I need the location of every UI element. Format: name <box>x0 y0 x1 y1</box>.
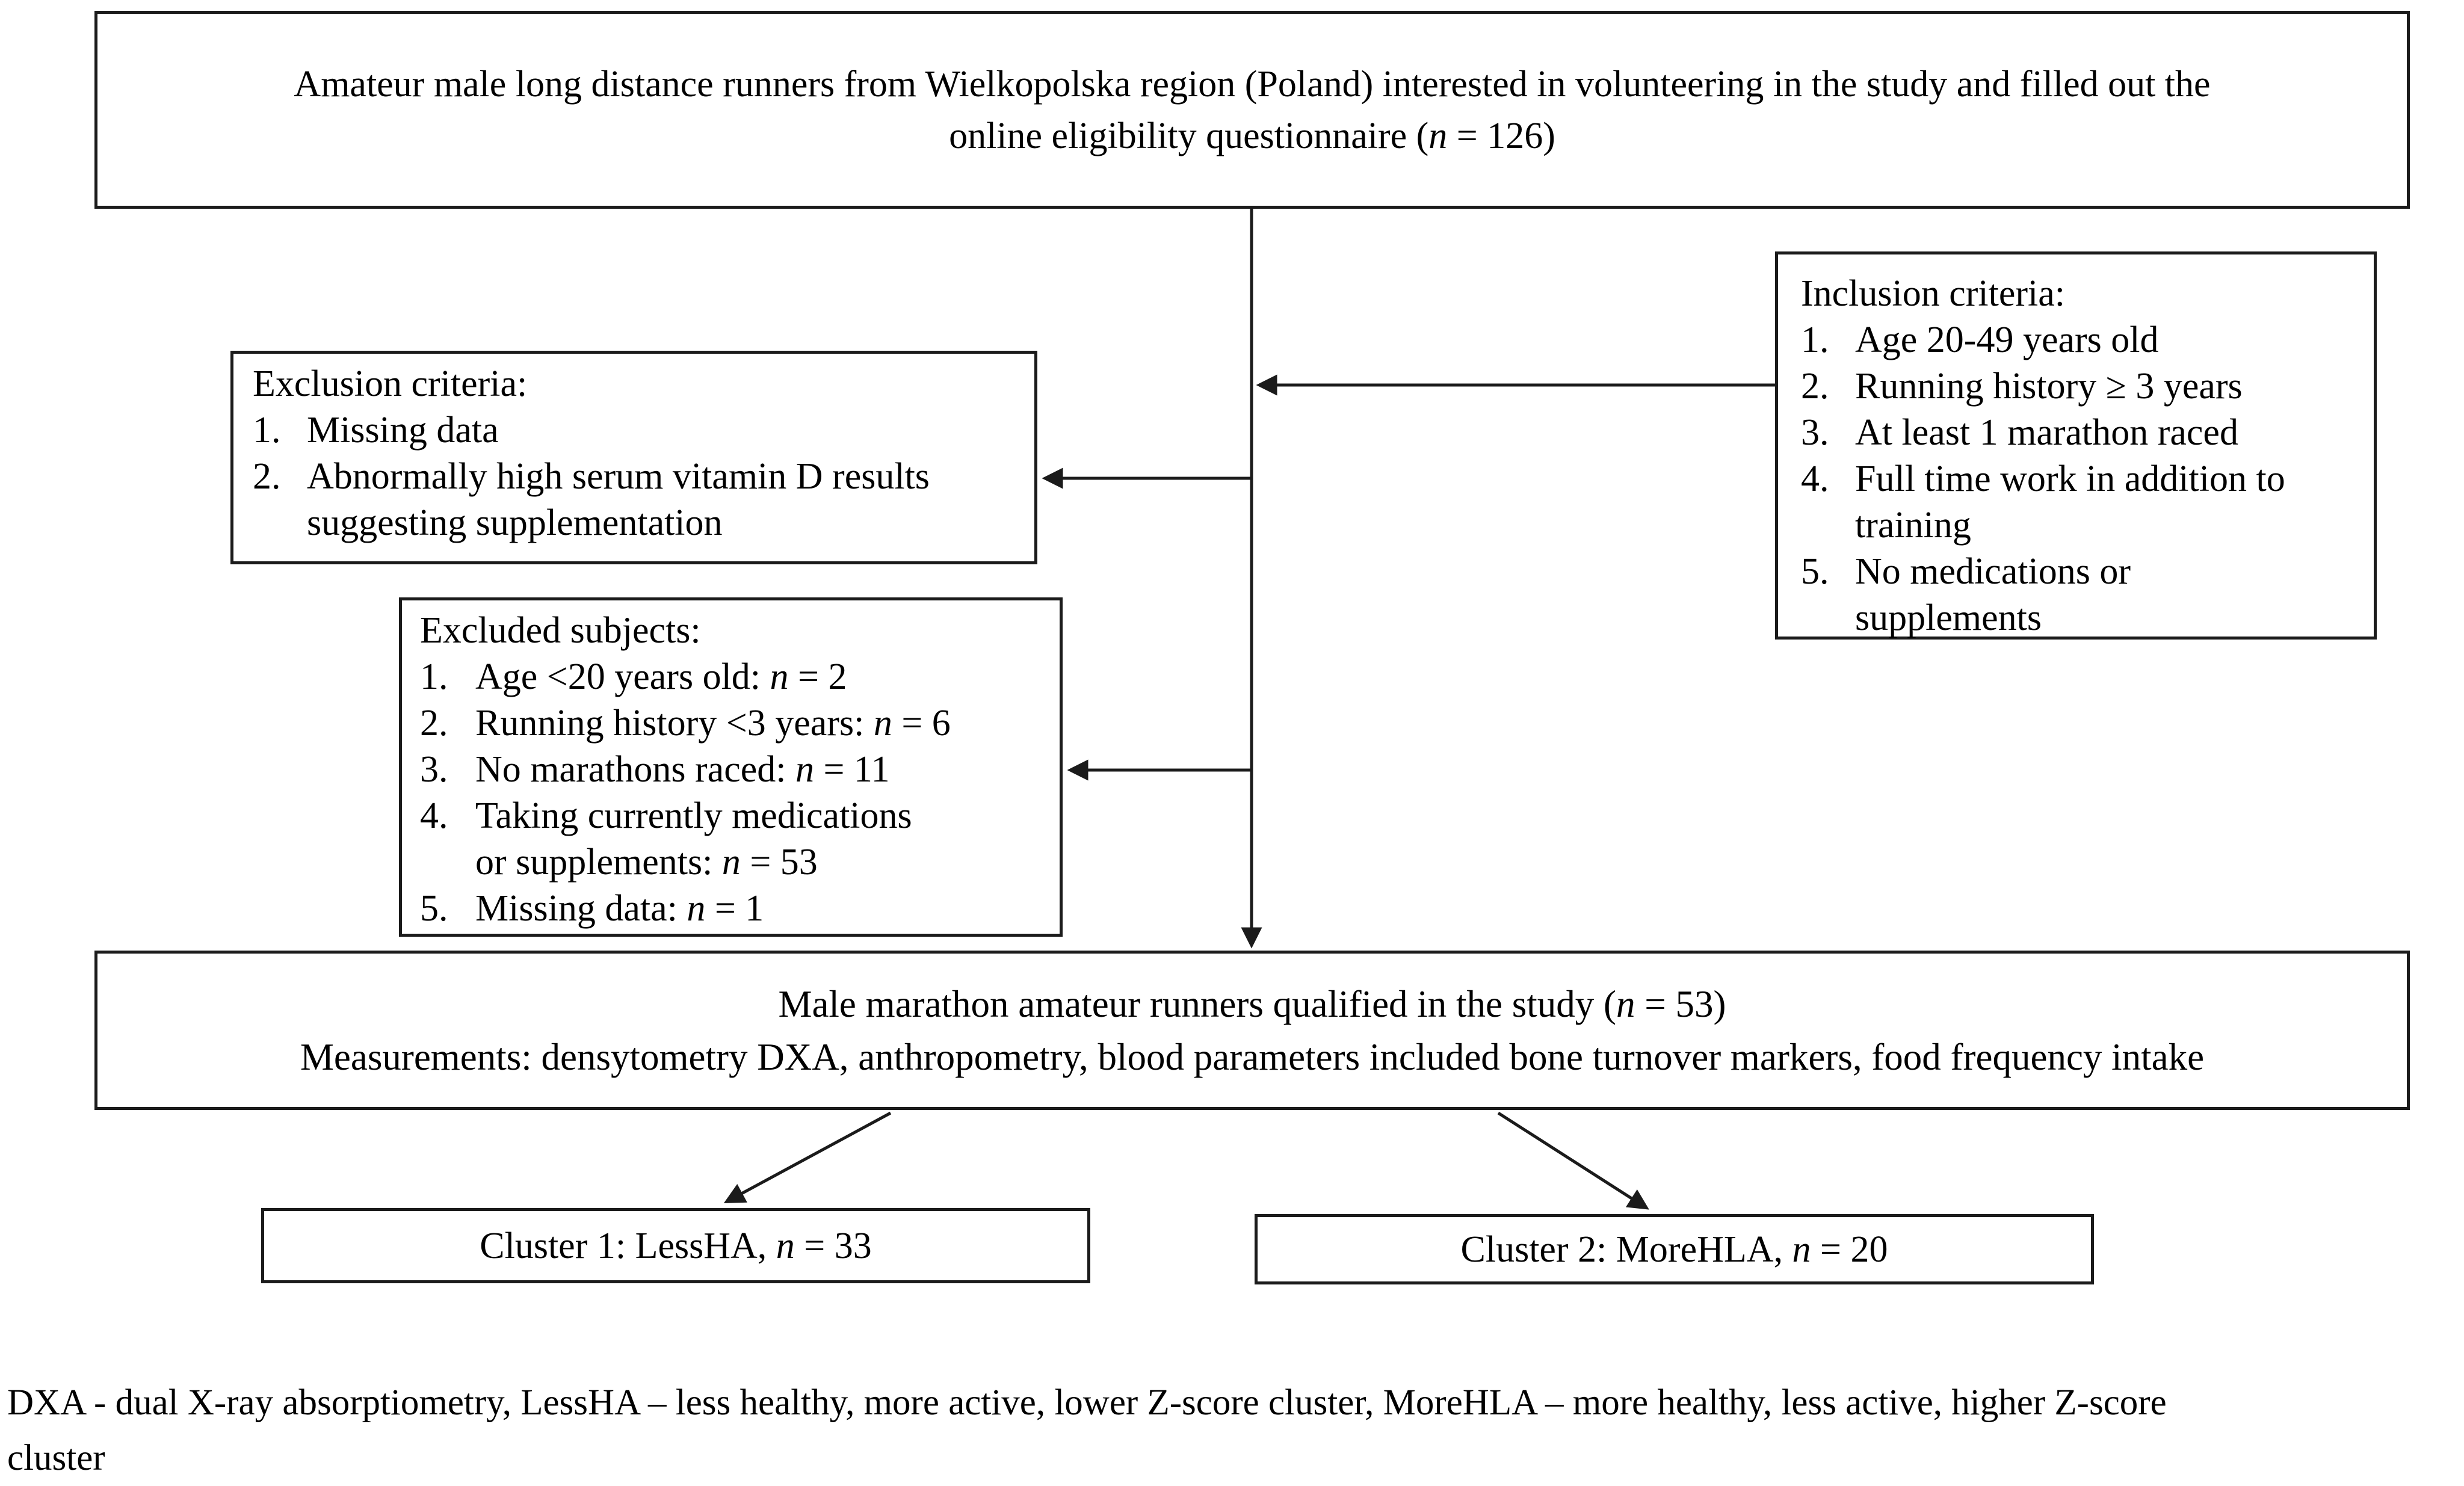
arrow-qualified-to-cluster1 <box>723 1111 892 1203</box>
excluded-item-1: 1. Age <20 years old: n = 2 <box>420 654 1051 700</box>
item-text: Missing data: n = 1 <box>475 888 764 929</box>
item-text: No marathons raced: n = 11 <box>475 749 890 790</box>
excluded-item-3: 3. No marathons raced: n = 11 <box>420 747 1051 793</box>
inclusion-item-2: 2. Running history ≥ 3 years <box>1801 363 2365 410</box>
item-text: Running history <3 years: n = 6 <box>475 703 951 744</box>
item-text: Running history ≥ 3 years <box>1855 366 2243 407</box>
footnote-line2: cluster <box>7 1438 105 1478</box>
excluded-item-2: 2. Running history <3 years: n = 6 <box>420 700 1051 747</box>
item-number: 1. <box>253 410 281 451</box>
excluded-subjects-box: Excluded subjects: 1. Age <20 years old:… <box>399 597 1063 937</box>
cluster2-label: Cluster 2: MoreHLA, n = 20 <box>1460 1229 1888 1270</box>
cluster1-label: Cluster 1: LessHA, n = 33 <box>480 1225 872 1266</box>
arrow-qualified-to-cluster2 <box>1497 1111 1649 1210</box>
eligibility-line1: Amateur male long distance runners from … <box>294 63 2211 105</box>
item-number: 2. <box>420 703 448 744</box>
item-number: 2. <box>253 456 281 497</box>
excluded-item-5: 5. Missing data: n = 1 <box>420 886 1051 932</box>
item-text: Age <20 years old: n = 2 <box>475 656 847 697</box>
item-number: 3. <box>1801 412 1829 453</box>
item-number: 2. <box>1801 366 1829 407</box>
eligibility-line2: online eligibility questionnaire (n = 12… <box>949 115 1555 156</box>
exclusion-criteria-box: Exclusion criteria: 1. Missing data 2. A… <box>230 351 1037 564</box>
item-number: 5. <box>1801 551 1829 592</box>
inclusion-title: Inclusion criteria: <box>1801 273 2065 314</box>
qualified-line2: Measurements: densytometry DXA, anthropo… <box>300 1035 2205 1078</box>
qualified-runners-box: Male marathon amateur runners qualified … <box>94 951 2410 1110</box>
exclusion-title: Exclusion criteria: <box>253 363 528 404</box>
item-number: 5. <box>420 888 448 929</box>
item-number: 1. <box>420 656 448 697</box>
eligibility-population-box: Amateur male long distance runners from … <box>94 11 2410 209</box>
inclusion-criteria-box: Inclusion criteria: 1. Age 20-49 years o… <box>1775 251 2377 640</box>
qualified-line1: Male marathon amateur runners qualified … <box>778 982 1726 1025</box>
item-number: 3. <box>420 749 448 790</box>
exclusion-item-2: 2. Abnormally high serum vitamin D resul… <box>253 454 1026 546</box>
item-number: 4. <box>1801 458 1829 499</box>
inclusion-item-3: 3. At least 1 marathon raced <box>1801 410 2365 456</box>
item-text: At least 1 marathon raced <box>1855 412 2238 453</box>
cluster1-box: Cluster 1: LessHA, n = 33 <box>261 1208 1090 1283</box>
figure-footnote: DXA - dual X-ray absorptiometry, LessHA … <box>7 1375 2462 1486</box>
footnote-line1: DXA - dual X-ray absorptiometry, LessHA … <box>7 1383 2167 1423</box>
cluster2-box: Cluster 2: MoreHLA, n = 20 <box>1255 1214 2094 1284</box>
item-text: Missing data <box>307 410 499 451</box>
item-number: 4. <box>420 795 448 836</box>
inclusion-item-1: 1. Age 20-49 years old <box>1801 317 2365 363</box>
exclusion-item-1: 1. Missing data <box>253 407 1026 454</box>
excluded-title: Excluded subjects: <box>420 610 701 651</box>
item-number: 1. <box>1801 319 1829 360</box>
item-text: Age 20-49 years old <box>1855 319 2159 360</box>
